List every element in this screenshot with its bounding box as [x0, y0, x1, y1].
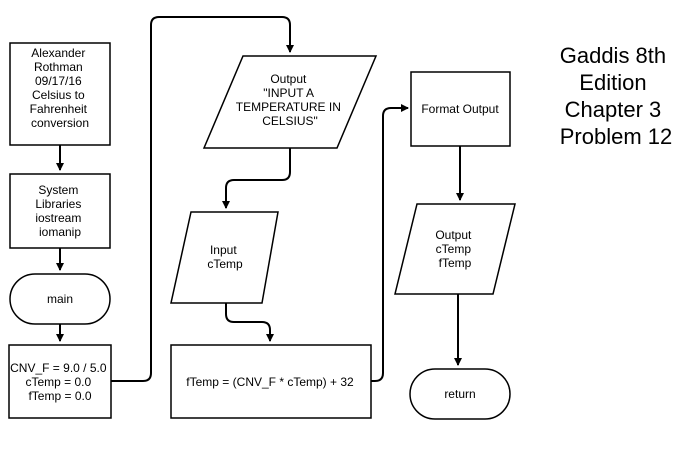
input-ctemp-line: cTemp — [207, 257, 243, 271]
libraries-box — [9, 173, 111, 249]
libraries-line: System — [38, 183, 78, 197]
node-init: CNV_F = 9.0 / 5.0 cTemp = 0.0 fTemp = 0.… — [8, 344, 112, 419]
edge-init-to-output-prompt — [111, 16, 294, 382]
libraries-line: Libraries — [35, 197, 81, 211]
header-text: Alexander Rothman 09/17/16 Celsius to Fa… — [30, 46, 91, 130]
node-header: Alexander Rothman 09/17/16 Celsius to Fa… — [9, 42, 111, 146]
calc-box — [170, 344, 372, 419]
main-terminator — [9, 273, 111, 325]
edge-input-to-calc — [225, 303, 274, 342]
header-line: Rothman — [34, 60, 83, 74]
return-terminator — [409, 368, 511, 420]
input-ctemp-text: Input cTemp — [207, 243, 243, 271]
init-line: fTemp = 0.0 — [28, 389, 91, 403]
node-output-prompt: Output "INPUT A TEMPERATURE IN CELSIUS" — [202, 55, 378, 149]
output-result-line: Output — [435, 228, 472, 242]
title-line: Edition — [579, 70, 646, 95]
output-prompt-line: TEMPERATURE IN — [236, 100, 341, 114]
output-prompt-line: CELSIUS" — [262, 114, 318, 128]
libraries-line: iomanip — [39, 225, 81, 239]
input-ctemp-parallelogram — [170, 211, 279, 304]
output-prompt-text: Output "INPUT A TEMPERATURE IN CELSIUS" — [236, 72, 344, 128]
node-input-ctemp: Input cTemp — [170, 211, 279, 304]
output-result-text: Output cTemp fTemp — [435, 228, 474, 270]
init-line: CNV_F = 9.0 / 5.0 — [10, 361, 107, 375]
edge-calc-to-format-output — [371, 104, 409, 382]
title-line: Problem 12 — [560, 124, 673, 149]
init-box — [8, 344, 112, 419]
calc-label: fTemp = (CNV_F * cTemp) + 32 — [186, 375, 354, 389]
node-main: main — [9, 273, 111, 325]
diagram-title: Gaddis 8th Edition Chapter 3 Problem 12 — [560, 43, 673, 149]
header-box — [9, 42, 111, 146]
node-return: return — [409, 368, 511, 420]
output-result-parallelogram — [394, 203, 516, 295]
output-prompt-line: Output — [270, 72, 307, 86]
format-output-box — [410, 71, 511, 147]
node-format-output: Format Output — [410, 71, 511, 147]
input-ctemp-line: Input — [210, 243, 237, 257]
node-libraries: System Libraries iostream iomanip — [9, 173, 111, 249]
return-label: return — [444, 387, 475, 401]
main-label: main — [47, 292, 73, 306]
header-line: conversion — [31, 116, 89, 130]
output-prompt-line: "INPUT A — [263, 86, 314, 100]
output-result-line: fTemp — [439, 256, 472, 270]
header-line: Fahrenheit — [30, 102, 88, 116]
format-output-label: Format Output — [421, 102, 499, 116]
libraries-line: iostream — [35, 211, 81, 225]
header-line: Celsius to — [32, 88, 85, 102]
title-line: Chapter 3 — [565, 97, 662, 122]
edge-output-prompt-to-input — [222, 148, 291, 209]
node-calc: fTemp = (CNV_F * cTemp) + 32 — [170, 344, 372, 419]
output-result-line: cTemp — [436, 242, 472, 256]
init-line: cTemp = 0.0 — [25, 375, 91, 389]
node-output-result: Output cTemp fTemp — [394, 203, 516, 295]
output-prompt-parallelogram — [202, 55, 378, 149]
libraries-text: System Libraries iostream iomanip — [35, 183, 84, 239]
init-text: CNV_F = 9.0 / 5.0 cTemp = 0.0 fTemp = 0.… — [10, 361, 110, 403]
title-line: Gaddis 8th — [560, 43, 666, 68]
header-line: Alexander — [31, 46, 85, 60]
header-line: 09/17/16 — [35, 74, 82, 88]
edges — [56, 16, 464, 382]
